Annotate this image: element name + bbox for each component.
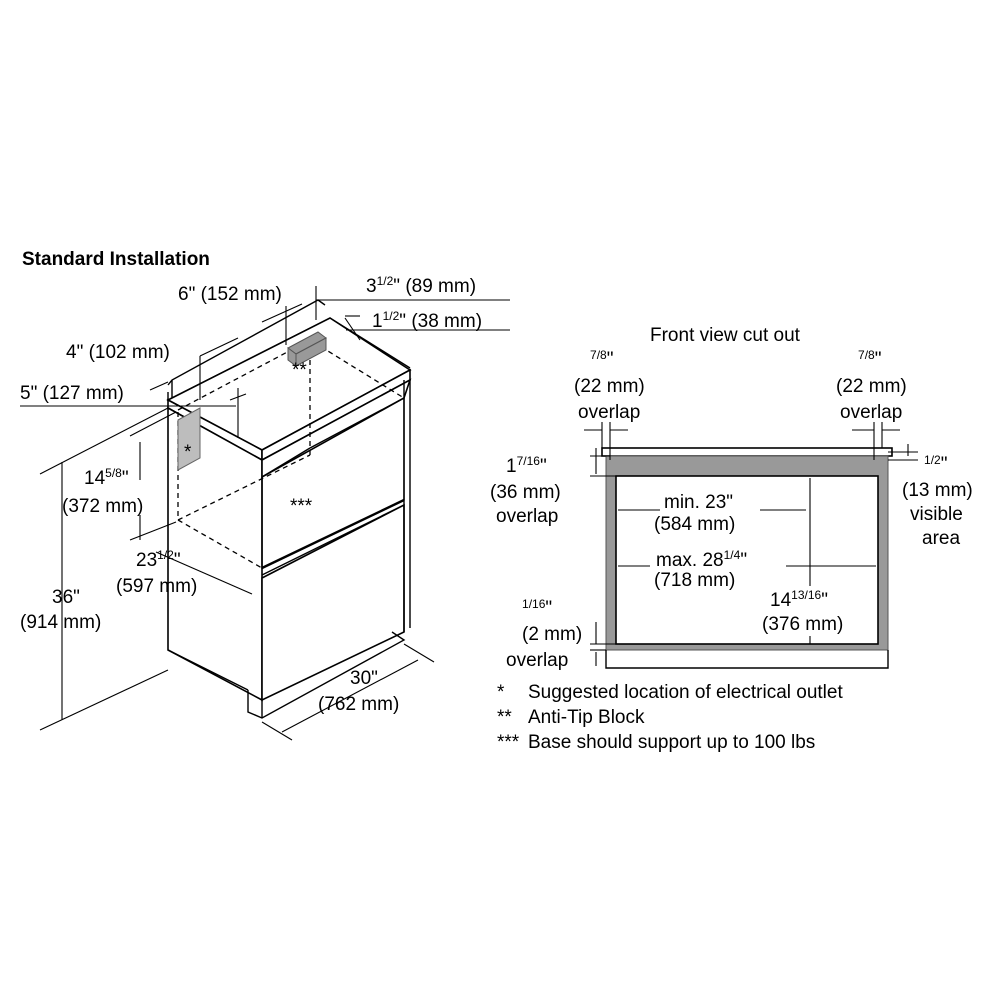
top-left-fraction: 7/8" bbox=[590, 348, 613, 370]
isometric-cabinet: * ** *** bbox=[166, 299, 412, 719]
notes: * Suggested location of electrical outle… bbox=[497, 682, 843, 753]
dim-4-label: 4" (102 mm) bbox=[66, 342, 170, 363]
backsplash bbox=[167, 299, 326, 386]
dim-145-mm: (372 mm) bbox=[62, 496, 143, 517]
left-fraction: 17/16" bbox=[506, 454, 547, 477]
min-width-mm: (584 mm) bbox=[654, 514, 735, 535]
anti-tip-mark: ** bbox=[292, 360, 307, 381]
dim-6-line bbox=[261, 303, 303, 323]
dim-30-line bbox=[281, 659, 419, 733]
dim-36-label: 36" bbox=[52, 587, 80, 608]
left-mm: (36 mm) bbox=[490, 482, 561, 503]
top-left-overlap: overlap bbox=[578, 402, 640, 423]
hidden-cutout-top bbox=[177, 339, 405, 411]
outlet-mark: * bbox=[184, 442, 192, 463]
dim-235-label: 231/2" bbox=[136, 548, 181, 571]
left-overlap: overlap bbox=[496, 506, 558, 527]
note-1-text: Suggested location of electrical outlet bbox=[528, 682, 843, 703]
dim-36-mm: (914 mm) bbox=[20, 612, 101, 633]
top-right-mm: (22 mm) bbox=[836, 376, 907, 397]
dim-35-label: 31/2" (89 mm) bbox=[366, 274, 476, 297]
right-mm: (13 mm) bbox=[902, 480, 973, 501]
dim-5-label: 5" (127 mm) bbox=[20, 383, 124, 404]
dim-235-line bbox=[155, 551, 253, 595]
dim-outlet-tick bbox=[229, 393, 247, 401]
top-right-fraction: 7/8" bbox=[858, 348, 881, 370]
right-visible: visible bbox=[910, 504, 963, 525]
front-view-labels: 7/8" (22 mm) overlap 7/8" (22 mm) overla… bbox=[490, 348, 973, 671]
note-1-mark: * bbox=[497, 682, 505, 703]
max-width-label: max. 281/4" bbox=[656, 548, 747, 571]
height-label: 1413/16" bbox=[770, 588, 828, 611]
dim-145-ext-bottom bbox=[129, 521, 177, 541]
front-countertop bbox=[601, 447, 893, 457]
top-left-mm: (22 mm) bbox=[574, 376, 645, 397]
note-2-mark: ** bbox=[497, 707, 512, 728]
toe-kick-left bbox=[167, 649, 249, 691]
cutout-opening bbox=[615, 475, 879, 645]
note-2-text: Anti-Tip Block bbox=[528, 707, 645, 728]
base-mark: *** bbox=[290, 496, 313, 517]
dim-4-line bbox=[199, 337, 239, 357]
dim-30-mm: (762 mm) bbox=[318, 694, 399, 715]
height-mm: (376 mm) bbox=[762, 614, 843, 635]
dim-15-label: 11/2" (38 mm) bbox=[372, 309, 482, 332]
opening-top-edge bbox=[309, 397, 405, 449]
max-width-mm: (718 mm) bbox=[654, 570, 735, 591]
dim-36-ext-bottom bbox=[39, 669, 169, 731]
dim-36-ext-top bbox=[39, 407, 169, 475]
right-fraction: 1/2" bbox=[924, 453, 947, 475]
right-area: area bbox=[922, 528, 960, 549]
iso-dimensions: 6" (152 mm) 31/2" (89 mm) 11/2" (38 mm) … bbox=[20, 274, 510, 741]
dim-30-ext-left bbox=[261, 721, 293, 741]
front-base bbox=[605, 650, 889, 669]
dim-145-label: 145/8" bbox=[84, 466, 129, 489]
dim-15-leader bbox=[344, 317, 361, 341]
bottom-left-mm: (2 mm) bbox=[522, 624, 582, 645]
electrical-outlet-area bbox=[177, 407, 201, 471]
bottom-left-fraction: 1/16" bbox=[522, 597, 552, 619]
note-3-text: Base should support up to 100 lbs bbox=[528, 732, 815, 753]
dim-145-ext-top bbox=[129, 411, 177, 437]
anti-tip-block-front bbox=[295, 337, 327, 367]
dim-6-label: 6" (152 mm) bbox=[178, 284, 282, 305]
base-shelf-line bbox=[261, 498, 405, 570]
dim-30-label: 30" bbox=[350, 668, 378, 689]
hidden-interior-back bbox=[177, 454, 311, 521]
diagram-title: Standard Installation bbox=[22, 249, 210, 270]
dim-235-mm: (597 mm) bbox=[116, 576, 197, 597]
opening-inner-edge bbox=[261, 447, 311, 478]
front-view-title: Front view cut out bbox=[650, 325, 801, 346]
base-shelf-line-2 bbox=[261, 504, 405, 576]
front-view-cutout bbox=[601, 447, 893, 669]
dim-30-ext-right bbox=[403, 643, 435, 663]
note-3-mark: *** bbox=[497, 732, 520, 753]
dim-5-line bbox=[149, 381, 169, 391]
min-width-label: min. 23" bbox=[664, 492, 733, 513]
top-right-overlap: overlap bbox=[840, 402, 902, 423]
bottom-left-overlap: overlap bbox=[506, 650, 568, 671]
